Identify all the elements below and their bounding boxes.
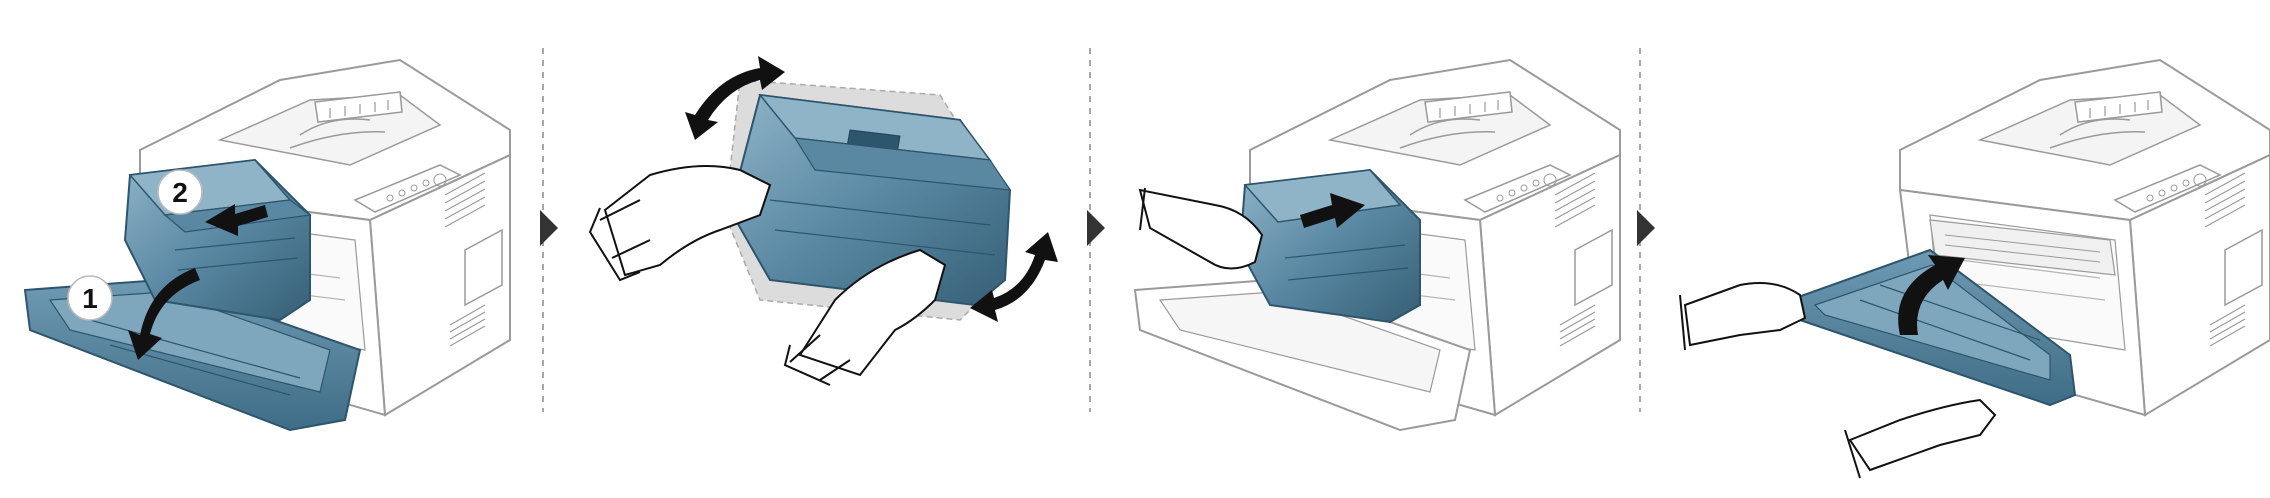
callout-label: 2 xyxy=(172,177,188,208)
callout-label: 1 xyxy=(82,283,98,314)
triangle-right-icon xyxy=(540,210,558,246)
step-4-close-door xyxy=(1680,60,2270,478)
callout-badge: 2 xyxy=(158,170,202,214)
step-1-remove-toner: 2 1 xyxy=(25,60,510,430)
callout-badge: 1 xyxy=(68,276,112,320)
hand-right xyxy=(1850,400,1995,470)
step-2-shake-toner xyxy=(590,56,1058,385)
triangle-right-icon xyxy=(1087,210,1105,246)
step-3-insert-toner xyxy=(1135,60,1620,430)
triangle-right-icon xyxy=(1637,210,1655,246)
hand-left xyxy=(1685,283,1805,345)
